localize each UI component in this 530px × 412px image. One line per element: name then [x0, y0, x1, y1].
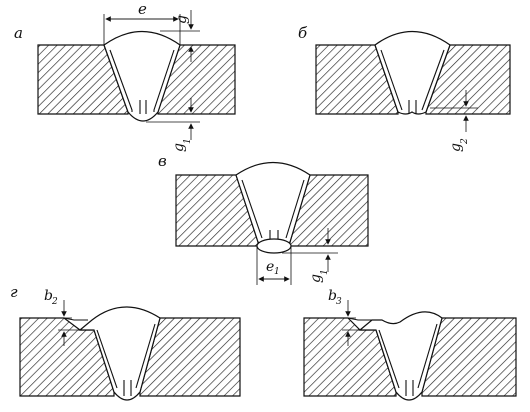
groove-edge-left [241, 179, 263, 239]
panel-g-left: г b 2 [10, 283, 241, 401]
groove-edge-left [380, 49, 403, 111]
root-gap [405, 380, 414, 396]
groove-edge-left [96, 329, 118, 389]
groove-edge-left [378, 329, 400, 389]
groove-edge-right [153, 49, 175, 112]
panel-b: б g 2 [298, 24, 511, 152]
panel-letter: г [10, 283, 18, 301]
dim-label-e1: e [266, 259, 274, 275]
dim-label-g1: g [171, 143, 187, 152]
dim-label-g2-sub: 2 [460, 138, 470, 145]
groove-edge-left [109, 49, 133, 112]
panel-letter: б [298, 24, 308, 42]
groove-edge-right [285, 179, 305, 239]
root-gap [408, 100, 417, 114]
groove-edge-right [421, 49, 445, 111]
dim-label-e: e [138, 0, 147, 18]
weld-bead [78, 306, 161, 401]
dim-label-g: g [174, 15, 190, 24]
undercut-edge [63, 317, 88, 321]
root-gap [139, 100, 147, 114]
panel-g-right: b 3 [303, 288, 517, 401]
groove-edge-right [135, 323, 156, 389]
dim-label-b2: b [44, 288, 53, 304]
weld-bead [374, 30, 451, 115]
dim-label-g1-sub: 1 [183, 138, 193, 144]
panel-letter: в [158, 152, 167, 170]
left-plate [37, 44, 129, 115]
dim-label-g1-sub: 1 [320, 269, 330, 275]
dim-label-e1-sub: 1 [274, 267, 280, 277]
dim-label-g2: g [448, 143, 464, 152]
panel-v: в e 1 g 1 [158, 152, 369, 285]
root-bead [256, 238, 292, 254]
undercut-edge [347, 317, 376, 321]
root-gap [123, 380, 132, 396]
dim-label-g1: g [308, 274, 324, 283]
dim-label-b3: b [328, 288, 337, 304]
dim-label-b3-sub: 3 [336, 297, 342, 307]
left-plate [315, 44, 399, 115]
dim-label-b2-sub: 2 [51, 297, 58, 307]
panel-letter: а [14, 24, 23, 42]
groove-edge-right [417, 323, 438, 389]
panel-a: а e g g 1 [14, 0, 236, 152]
